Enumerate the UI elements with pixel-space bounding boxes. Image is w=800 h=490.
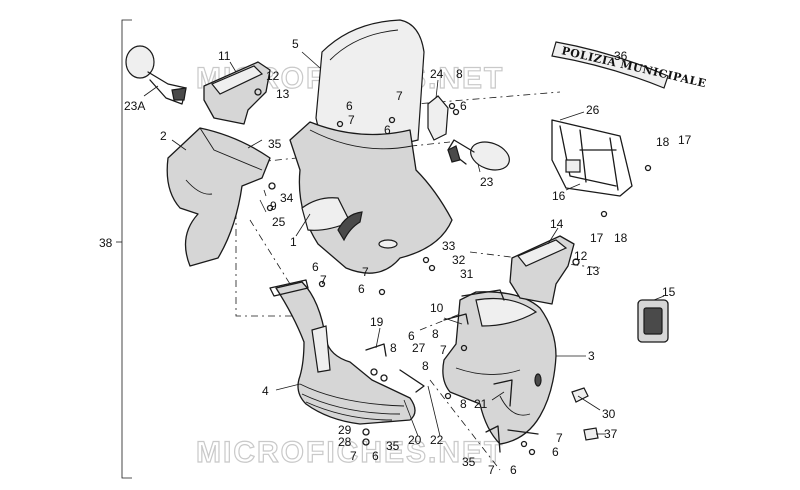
callout-7a: 7 bbox=[348, 113, 355, 127]
callout-6c: 6 bbox=[460, 99, 467, 113]
callout-6a: 6 bbox=[346, 99, 353, 113]
callout-6f: 6 bbox=[408, 329, 415, 343]
callout-7e: 7 bbox=[440, 343, 447, 357]
callout-24: 24 bbox=[430, 67, 444, 81]
banner-label: POLIZIA MUNICIPALE bbox=[560, 44, 707, 90]
callout-7h: 7 bbox=[556, 431, 563, 445]
callout-34: 34 bbox=[280, 191, 294, 205]
frame-bracket bbox=[551, 119, 633, 197]
callout-6b: 6 bbox=[384, 123, 391, 137]
callout-13a: 13 bbox=[276, 87, 290, 101]
callout-6i: 6 bbox=[552, 445, 559, 459]
right-instrument-box bbox=[509, 235, 575, 305]
callout-30: 30 bbox=[602, 407, 616, 421]
callout-37: 37 bbox=[604, 427, 618, 441]
callout-21: 21 bbox=[474, 397, 488, 411]
callout-5: 5 bbox=[292, 37, 299, 51]
callout-13b: 13 bbox=[586, 264, 600, 278]
banner-strip: POLIZIA MUNICIPALE bbox=[551, 41, 708, 90]
callout-26: 26 bbox=[586, 103, 600, 117]
callout-29: 29 bbox=[338, 423, 352, 437]
callout-23a: 23A bbox=[124, 99, 145, 113]
callout-7f: 7 bbox=[350, 449, 357, 463]
callout-12a: 12 bbox=[266, 69, 280, 83]
callout-25: 25 bbox=[272, 215, 286, 229]
callout-12b: 12 bbox=[574, 249, 588, 263]
callout-38: 38 bbox=[99, 236, 113, 250]
callout-10: 10 bbox=[430, 301, 444, 315]
callout-23: 23 bbox=[480, 175, 494, 189]
callout-2: 2 bbox=[160, 129, 167, 143]
callout-11: 11 bbox=[218, 49, 231, 63]
callout-labels: 38 5 11 12 13 23A 2 35 34 9 25 1 6 7 7 6… bbox=[99, 37, 692, 477]
callout-6g: 6 bbox=[372, 449, 379, 463]
callout-8d: 8 bbox=[390, 341, 397, 355]
badge-plate bbox=[637, 299, 669, 343]
callout-18a: 18 bbox=[656, 135, 670, 149]
callout-22: 22 bbox=[430, 433, 444, 447]
callout-33: 33 bbox=[442, 239, 456, 253]
right-side-panel bbox=[442, 291, 557, 445]
callout-35b: 35 bbox=[386, 439, 400, 453]
left-instrument-box bbox=[203, 61, 271, 125]
right-mirror bbox=[447, 139, 510, 171]
left-mirror bbox=[125, 45, 187, 105]
leader-lines bbox=[143, 51, 665, 437]
callout-28: 28 bbox=[338, 435, 352, 449]
callout-6h: 6 bbox=[510, 463, 517, 477]
callout-17b: 17 bbox=[590, 231, 604, 245]
watermark-bottom: MICROFICHES.NET bbox=[196, 436, 504, 469]
fairing-front bbox=[289, 121, 453, 274]
callout-15: 15 bbox=[662, 285, 676, 299]
callout-8e: 8 bbox=[460, 397, 467, 411]
callout-8b: 8 bbox=[432, 327, 439, 341]
callout-7b: 7 bbox=[396, 89, 403, 103]
callout-6d: 6 bbox=[358, 282, 365, 296]
lower-front-fairing bbox=[275, 281, 416, 425]
callout-7d: 7 bbox=[320, 273, 327, 287]
callout-35c: 35 bbox=[462, 455, 476, 469]
callout-9: 9 bbox=[270, 199, 277, 213]
hardware bbox=[254, 88, 652, 456]
callout-17a: 17 bbox=[678, 133, 692, 147]
callout-3: 3 bbox=[588, 349, 595, 363]
assembly-bracket bbox=[116, 19, 132, 479]
callout-36: 36 bbox=[614, 49, 628, 63]
left-side-panel bbox=[166, 127, 271, 267]
callout-32: 32 bbox=[452, 253, 466, 267]
callout-14: 14 bbox=[550, 217, 564, 231]
callout-16: 16 bbox=[552, 189, 566, 203]
callout-20: 20 bbox=[408, 433, 422, 447]
callout-7g: 7 bbox=[488, 463, 495, 477]
callout-8a: 8 bbox=[456, 67, 463, 81]
callout-8c: 8 bbox=[422, 359, 429, 373]
callout-19: 19 bbox=[370, 315, 384, 329]
mirror-bracket bbox=[427, 95, 449, 141]
callout-35a: 35 bbox=[268, 137, 282, 151]
callout-6e: 6 bbox=[312, 260, 319, 274]
callout-7c: 7 bbox=[362, 265, 369, 279]
callout-31: 31 bbox=[460, 267, 474, 281]
callout-1: 1 bbox=[290, 235, 297, 249]
callout-18b: 18 bbox=[614, 231, 628, 245]
callout-4: 4 bbox=[262, 384, 269, 398]
callout-27: 27 bbox=[412, 341, 426, 355]
